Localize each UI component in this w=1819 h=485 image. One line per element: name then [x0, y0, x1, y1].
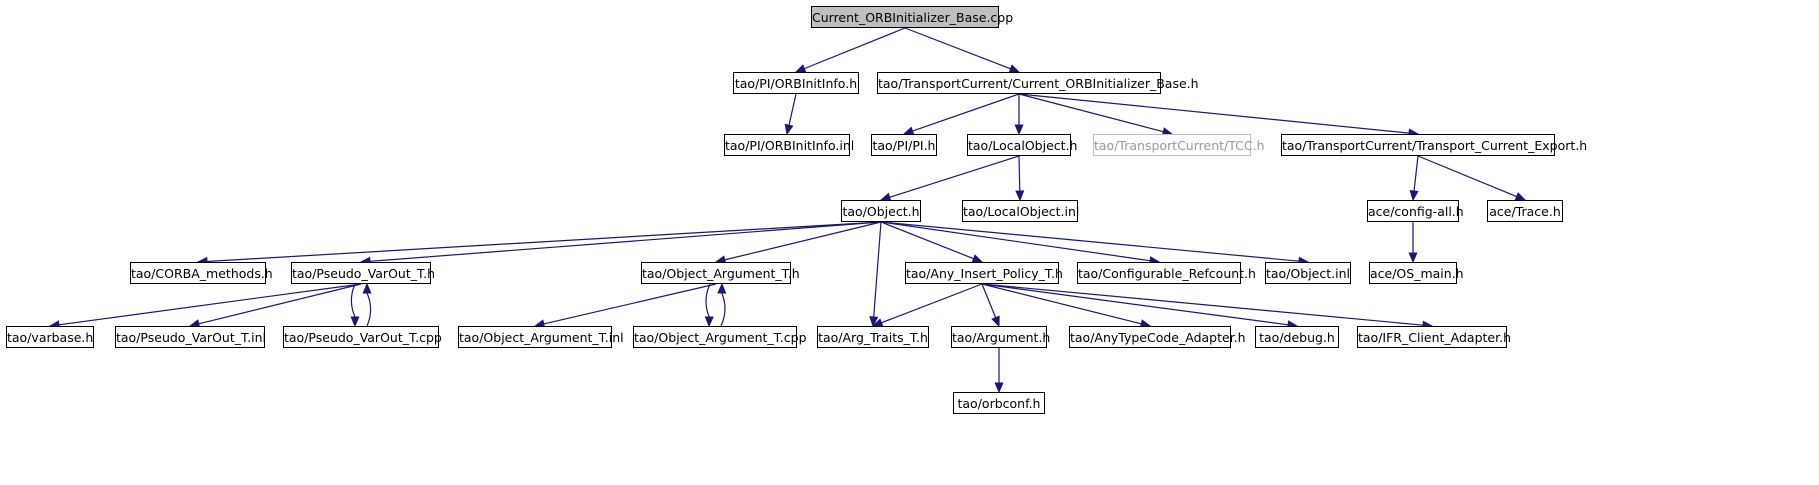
node-pi-h[interactable]: tao/PI/PI.h — [871, 134, 937, 156]
edge-object-h-to-configurable-refcount-h — [880, 221, 1161, 266]
edge-cur-orbinit-base-h-to-tcc-h — [1018, 93, 1174, 137]
node-configurable-refcount-h[interactable]: tao/Configurable_Refcount.h — [1077, 262, 1256, 284]
edge-root-to-orbinitinfo-h — [794, 27, 906, 73]
edge-argument-h-to-orbconf-h — [994, 348, 1004, 394]
node-localobject-inl[interactable]: tao/LocalObject.inl — [962, 200, 1079, 222]
edge-tc-export-h-to-trace-h — [1417, 155, 1527, 201]
edge-root-to-cur-orbinit-base-h — [904, 27, 1021, 73]
edge-cur-orbinit-base-h-to-pi-h — [902, 93, 1020, 136]
edge-pseudo-varout-h-to-pseudo-varout-inl — [188, 283, 362, 329]
edge-cur-orbinit-base-h-to-localobject-h — [1014, 94, 1024, 136]
node-varbase-h[interactable]: tao/varbase.h — [6, 326, 94, 348]
node-pseudo-varout-cpp[interactable]: tao/Pseudo_VarOut_T.cpp — [283, 326, 442, 348]
edge-any-insert-policy-h-to-ifr-client-adapter-h — [981, 283, 1434, 330]
node-pseudo-varout-inl[interactable]: tao/Pseudo_VarOut_T.inl — [115, 326, 266, 348]
node-debug-h[interactable]: tao/debug.h — [1255, 326, 1339, 348]
edge-config-all-h-to-os-main-h — [1408, 222, 1418, 264]
edge-object-h-to-pseudo-varout-h — [359, 221, 882, 266]
edge-object-argument-h-to-object-argument-inl — [533, 283, 717, 329]
node-tc-export-h[interactable]: tao/TransportCurrent/Transport_Current_E… — [1281, 134, 1587, 156]
node-argument-h[interactable]: tao/Argument.h — [951, 326, 1050, 348]
node-tcc-h: tao/TransportCurrent/TCC.h — [1093, 134, 1265, 156]
edge-any-insert-policy-h-to-anytypecode-adapter-h — [981, 283, 1152, 329]
edge-tc-export-h-to-config-all-h — [1409, 155, 1419, 202]
node-os-main-h[interactable]: ace/OS_main.h — [1369, 262, 1464, 284]
node-ifr-client-adapter-h[interactable]: tao/IFR_Client_Adapter.h — [1357, 326, 1511, 348]
node-object-argument-h[interactable]: tao/Object_Argument_T.h — [641, 262, 800, 284]
node-any-insert-policy-h[interactable]: tao/Any_Insert_Policy_T.h — [905, 262, 1063, 284]
node-cur-orbinit-base-h[interactable]: tao/TransportCurrent/Current_ORBInitiali… — [877, 72, 1199, 94]
edge-localobject-h-to-localobject-inl — [1015, 155, 1025, 202]
edge-object-argument-h-to-object-argument-cpp — [704, 283, 714, 328]
edge-object-h-to-any-insert-policy-h — [880, 221, 984, 263]
node-anytypecode-adapter-h[interactable]: tao/AnyTypeCode_Adapter.h — [1069, 326, 1246, 348]
node-orbconf-h[interactable]: tao/orbconf.h — [953, 392, 1045, 414]
node-arg-traits-h[interactable]: tao/Arg_Traits_T.h — [817, 326, 929, 348]
node-config-all-h[interactable]: ace/config-all.h — [1367, 200, 1464, 222]
edge-object-argument-cpp-to-object-argument-h — [717, 282, 727, 327]
edge-object-h-to-arg-traits-h — [869, 221, 882, 328]
node-object-h[interactable]: tao/Object.h — [841, 200, 921, 222]
edge-any-insert-policy-h-to-argument-h — [981, 283, 1000, 328]
node-localobject-h[interactable]: tao/LocalObject.h — [967, 134, 1077, 156]
edge-object-h-to-object-inl — [880, 221, 1310, 266]
edge-orbinitinfo-h-to-orbinitinfo-inl — [784, 93, 797, 136]
edge-any-insert-policy-h-to-debug-h — [981, 283, 1299, 330]
node-pseudo-varout-h[interactable]: tao/Pseudo_VarOut_T.h — [291, 262, 435, 284]
edge-pseudo-varout-h-to-pseudo-varout-cpp — [350, 283, 360, 328]
edge-pseudo-varout-cpp-to-pseudo-varout-h — [362, 282, 372, 327]
node-root[interactable]: Current_ORBInitializer_Base.cpp — [811, 6, 1013, 28]
edge-localobject-h-to-object-h — [879, 155, 1020, 202]
node-object-argument-cpp[interactable]: tao/Object_Argument_T.cpp — [633, 326, 807, 348]
node-trace-h[interactable]: ace/Trace.h — [1487, 200, 1563, 222]
edge-cur-orbinit-base-h-to-tc-export-h — [1018, 93, 1420, 138]
edge-object-h-to-corba-methods-h — [196, 221, 882, 266]
node-object-inl[interactable]: tao/Object.inl — [1265, 262, 1351, 284]
node-corba-methods-h[interactable]: tao/CORBA_methods.h — [130, 262, 273, 284]
node-orbinitinfo-h[interactable]: tao/PI/ORBInitInfo.h — [733, 72, 859, 94]
node-object-argument-inl[interactable]: tao/Object_Argument_T.inl — [458, 326, 624, 348]
edge-any-insert-policy-h-to-arg-traits-h — [871, 283, 983, 327]
node-orbinitinfo-inl[interactable]: tao/PI/ORBInitInfo.inl — [724, 134, 854, 156]
